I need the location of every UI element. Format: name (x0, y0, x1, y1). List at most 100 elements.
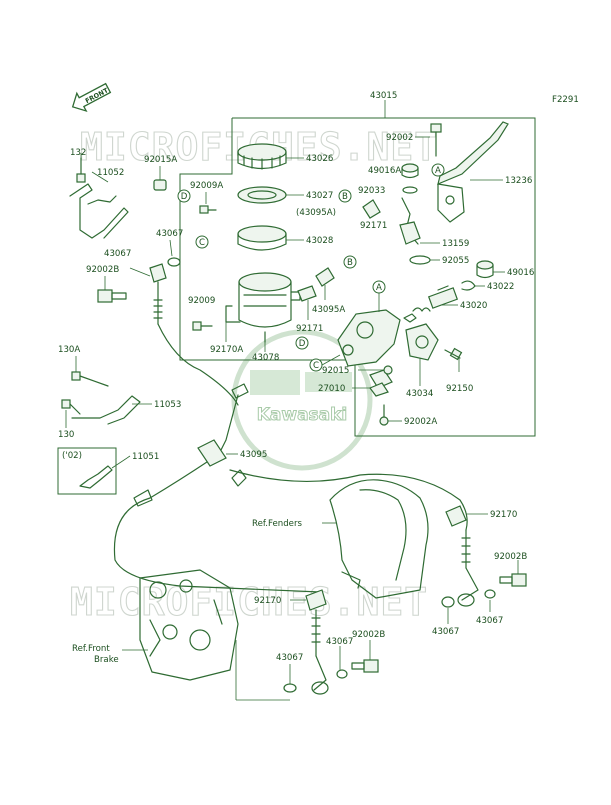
reservoir-body (225, 272, 301, 343)
part-label-43034: 43034 (406, 389, 433, 399)
bolt-92002b-lower (351, 659, 379, 673)
part-label-92009: 92009 (188, 296, 215, 306)
part-label-11051: 11051 (132, 452, 159, 462)
hose-main-upper (157, 323, 239, 406)
part-label-92171-upper: 92171 (360, 221, 387, 231)
callout-d-1: D (181, 192, 188, 202)
banjo-hose-upper (149, 263, 167, 325)
variant-02-box: ('02) (57, 447, 117, 495)
part-label-43028: 43028 (306, 236, 333, 246)
screw-92015 (383, 365, 393, 375)
callout-a-1: A (435, 166, 441, 176)
hose-to-caliper (113, 459, 321, 593)
bolt-132 (76, 157, 86, 183)
screw-92009a (199, 205, 217, 214)
variant-02-note: ('02) (62, 451, 82, 461)
ref-front-label: Ref.Front (72, 644, 110, 654)
bracket-11052 (69, 183, 129, 239)
front-arrow-icon: FRONT (71, 82, 112, 113)
washer-43067-l2 (336, 669, 348, 679)
hose-joint-43095 (133, 383, 249, 507)
part-label-13236: 13236 (505, 176, 532, 186)
hose-right-end (457, 529, 479, 607)
master-cylinder-body (337, 309, 401, 367)
part-label-92170-right: 92170 (490, 510, 517, 520)
washer-43067-top (167, 257, 181, 267)
ref-brake-label: Brake (94, 655, 119, 665)
hose-to-right (229, 469, 468, 531)
part-label-43095a: 43095A (312, 305, 345, 315)
brake-lever (437, 121, 509, 223)
clamp-92170-right (445, 505, 467, 527)
part-label-43020: 43020 (460, 301, 487, 311)
part-label-92055: 92055 (442, 256, 469, 266)
bolt-92150 (444, 347, 463, 361)
part-label-92033: 92033 (358, 186, 385, 196)
callout-b-2: B (347, 258, 353, 268)
part-label-92170a: 92170A (210, 345, 243, 355)
part-label-11052: 11052 (97, 168, 124, 178)
part-label-43026: 43026 (306, 154, 333, 164)
part-label-13159: 13159 (442, 239, 469, 249)
clamp-43095a (362, 199, 381, 219)
part-label-43067-l2: 43067 (326, 637, 353, 647)
kawasaki-logo: Kawasaki (231, 329, 373, 471)
part-label-27010: 27010 (318, 384, 345, 394)
part-label-43022: 43022 (487, 282, 514, 292)
part-label-43095a-paren: (43095A) (296, 208, 336, 218)
clip-43022 (461, 280, 476, 291)
callout-c-2: C (313, 361, 319, 371)
part-label-43095: 43095 (240, 450, 267, 460)
part-label-49016a: 49016A (368, 166, 401, 176)
clamp-92170-left (305, 589, 327, 611)
part-label-43078: 43078 (252, 353, 279, 363)
bolt-92002 (430, 123, 442, 157)
part-label-43067-upper: 43067 (156, 229, 183, 239)
part-label-92002: 92002 (386, 133, 413, 143)
part-label-43067-left: 43067 (104, 249, 131, 259)
bushing-49016a (401, 163, 419, 179)
hose-lower-end (311, 609, 329, 695)
watermark-bottom: MICROFICHES.NET (70, 580, 428, 624)
callout-b-1: B (342, 192, 348, 202)
part-label-92002b-left: 92002B (86, 265, 119, 275)
brake-switch-27010 (369, 369, 393, 397)
part-label-49016: 49016 (507, 268, 534, 278)
holder-43034 (405, 323, 439, 361)
callout-d-2: D (299, 339, 306, 349)
part-label-43067-r2: 43067 (476, 616, 503, 626)
bushing-49016 (476, 260, 494, 279)
callout-markers: A A B B C C D D (177, 163, 445, 372)
part-label-43067-l1: 43067 (276, 653, 303, 663)
part-label-92171-lower: 92171 (296, 324, 323, 334)
oring-92055 (409, 255, 431, 265)
reservoir-cap (237, 143, 287, 170)
bolt-92002b-left (97, 289, 127, 303)
front-fender (329, 479, 429, 599)
screw-92009 (192, 321, 213, 331)
part-label-132: 132 (70, 148, 86, 158)
bolt-130a (71, 371, 109, 387)
washer-43067-l1 (283, 683, 297, 693)
screw-92002a (379, 404, 389, 426)
part-label-130a: 130A (58, 345, 80, 355)
ring-92033 (402, 186, 418, 194)
part-label-130: 130 (58, 430, 74, 440)
part-label-92170-left: 92170 (254, 596, 281, 606)
reservoir-diaphragm (237, 225, 287, 251)
part-label-11053: 11053 (154, 400, 181, 410)
hose-fitting-43095a (297, 267, 335, 302)
part-label-92015: 92015 (322, 366, 349, 376)
part-label-92150: 92150 (446, 384, 473, 394)
part-label-92002b-right: 92002B (494, 552, 527, 562)
washer-43067-r1 (441, 596, 455, 608)
reservoir-plate (237, 186, 287, 204)
part-label-92015a: 92015A (144, 155, 177, 165)
part-label-92002b-lower: 92002B (352, 630, 385, 640)
part-label-43027: 43027 (306, 191, 333, 201)
ref-fenders-label: Ref.Fenders (252, 519, 302, 529)
bolt-130 (61, 399, 81, 415)
part-label-92009a: 92009A (190, 181, 223, 191)
